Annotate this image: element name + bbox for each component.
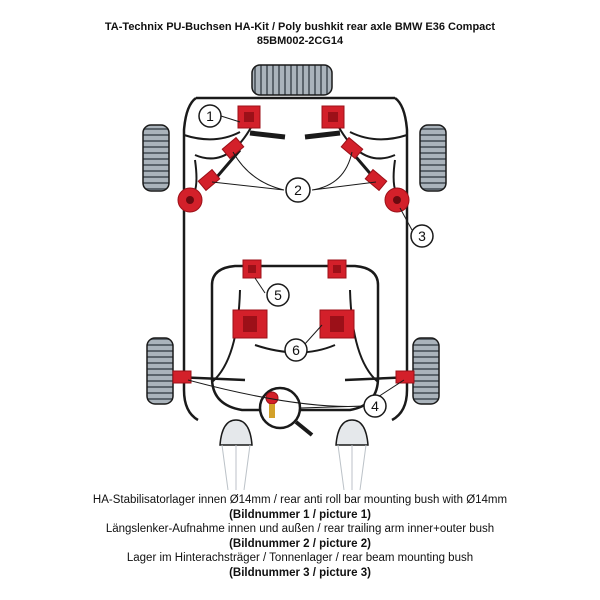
rear-right-lower-wheel-icon xyxy=(412,337,440,405)
caption-3-text: Lager im Hinterachsträger / Tonnenlager … xyxy=(126,552,474,564)
bush-1-right-icon xyxy=(321,105,345,129)
rear-axle-diagram: 1 2 3 4 5 6 xyxy=(142,64,447,490)
rear-right-upper-wheel-icon xyxy=(419,124,447,192)
callout-5: 5 xyxy=(266,283,290,307)
callout-3-leader xyxy=(399,207,413,231)
caption-1-ref: (Bildnummer 1 / picture 1) xyxy=(229,508,371,521)
bush-2-right-upper-icon xyxy=(340,136,364,160)
caption-2-text: Längslenker-Aufnahme innen und außen / r… xyxy=(105,523,495,535)
magnifier-detail-icon xyxy=(258,386,314,437)
callout-3: 3 xyxy=(410,224,434,248)
callout-1-leader xyxy=(220,115,241,123)
svg-text:1: 1 xyxy=(206,108,214,124)
callout-4: 4 xyxy=(363,394,387,418)
title-block: TA-Technix PU-Buchsen HA-Kit / Poly bush… xyxy=(0,20,600,48)
caption-block: HA-Stabilisatorlager innen Ø14mm / rear … xyxy=(0,493,600,580)
bush-2-left-lower-icon xyxy=(197,168,221,192)
rear-left-lower-wheel-icon xyxy=(146,337,174,405)
bush-6-left-icon xyxy=(232,309,268,339)
bush-6-right-icon xyxy=(319,309,355,339)
bush-4-right-icon xyxy=(395,370,415,384)
lower-axle-line xyxy=(174,375,414,382)
svg-text:5: 5 xyxy=(274,287,282,303)
bush-2-right-lower-icon xyxy=(364,168,388,192)
left-trailing-arm xyxy=(249,130,286,140)
page-title: TA-Technix PU-Buchsen HA-Kit / Poly bush… xyxy=(104,21,496,33)
svg-text:6: 6 xyxy=(292,342,300,358)
right-damper-icon xyxy=(335,419,369,490)
bush-4-left-icon xyxy=(172,370,192,384)
left-damper-icon xyxy=(219,419,253,490)
spare-wheel-icon xyxy=(251,64,333,96)
bush-1-left-icon xyxy=(237,105,261,129)
body-outline xyxy=(182,96,409,422)
callout-2-leader xyxy=(211,151,377,191)
right-trailing-arm xyxy=(304,130,341,140)
svg-text:2: 2 xyxy=(294,182,302,198)
bush-5-right-icon xyxy=(327,259,347,279)
bush-5-left-icon xyxy=(242,259,262,279)
rear-left-upper-wheel-icon xyxy=(142,124,170,192)
callout-5-leader xyxy=(254,277,266,294)
part-number: 85BM002-2CG14 xyxy=(256,35,344,47)
callout-2: 2 xyxy=(285,177,311,203)
callout-6: 6 xyxy=(284,338,308,362)
bush-2-left-upper-icon xyxy=(221,136,245,160)
caption-1-text: HA-Stabilisatorlager innen Ø14mm / rear … xyxy=(92,494,508,506)
caption-3-ref: (Bildnummer 3 / picture 3) xyxy=(229,566,371,579)
svg-text:4: 4 xyxy=(371,398,379,414)
callout-6-leader xyxy=(303,324,323,346)
callout-1: 1 xyxy=(198,104,222,128)
caption-2-ref: (Bildnummer 2 / picture 2) xyxy=(229,537,371,550)
svg-text:3: 3 xyxy=(418,228,426,244)
bush-3-left-icon xyxy=(177,187,203,213)
bush-3-right-icon xyxy=(384,187,410,213)
